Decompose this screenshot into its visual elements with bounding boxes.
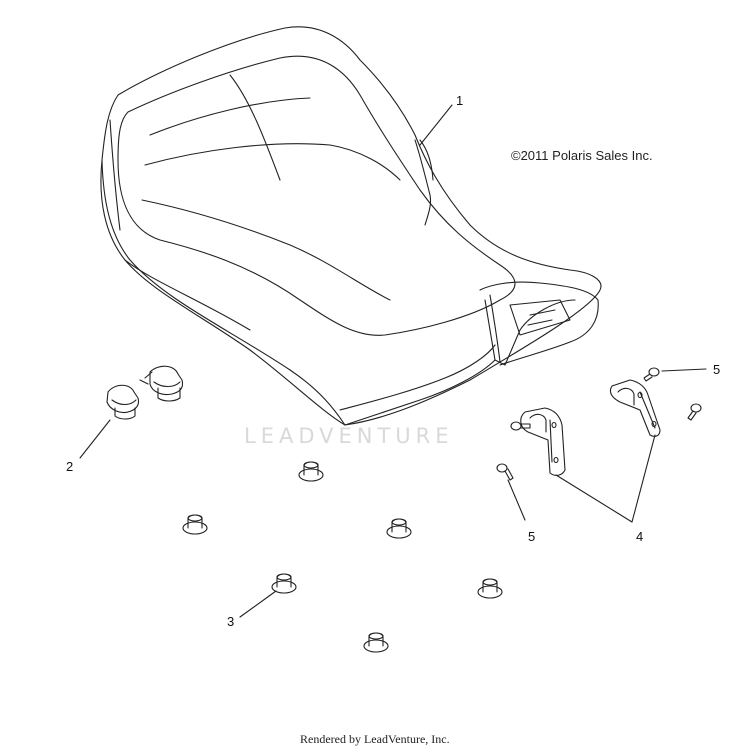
callout-2: 2 <box>66 459 74 474</box>
leader-3 <box>239 590 277 618</box>
leader-5a <box>507 479 526 521</box>
render-credit: Rendered by LeadVenture, Inc. <box>300 732 450 746</box>
callout-5-lower: 5 <box>528 529 536 544</box>
grommet-part <box>182 461 503 653</box>
copyright-notice: ©2011 Polaris Sales Inc. <box>511 148 653 163</box>
leader-1 <box>419 104 453 146</box>
leader-5b <box>661 368 707 372</box>
leader-2 <box>79 419 111 459</box>
callout-5-upper: 5 <box>713 362 721 377</box>
bracket-bolt-part <box>496 367 702 481</box>
callout-3: 3 <box>227 614 235 629</box>
seat-part <box>100 26 602 426</box>
leader-4 <box>555 434 656 523</box>
seat-hinge-bracket-part <box>520 379 661 476</box>
callout-1: 1 <box>456 93 464 108</box>
watermark: LEADVENTURE <box>244 424 454 448</box>
seat-latch-part <box>106 365 184 420</box>
callout-4: 4 <box>636 529 644 544</box>
